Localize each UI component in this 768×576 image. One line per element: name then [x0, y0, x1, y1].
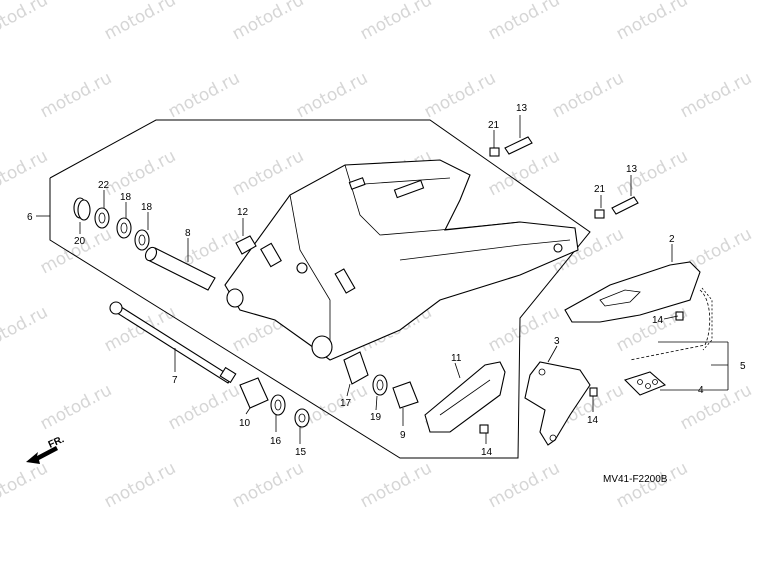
watermark-text: motod.ru [485, 302, 563, 356]
callout-14c: 14 [587, 415, 599, 426]
bearing-set-lower [239, 351, 419, 428]
direction-label: FR. [47, 434, 66, 451]
assembly-outline [49, 119, 591, 459]
watermark-text: motod.ru [0, 458, 51, 512]
drive-chain [629, 287, 713, 361]
callout-6: 6 [27, 212, 33, 223]
drawing-code: MV41-F2200B [603, 474, 668, 485]
chain-slider [424, 361, 506, 433]
chain-guard [564, 261, 701, 323]
callout-15: 15 [295, 447, 307, 458]
bearing-set-left [73, 197, 150, 251]
swingarm [224, 159, 579, 361]
watermark-text: motod.ru [613, 458, 691, 512]
fasteners [479, 136, 684, 434]
watermark-text: motod.ru [293, 68, 371, 122]
leader-lines [36, 115, 729, 444]
watermark-text: motod.ru [485, 0, 563, 44]
watermark-text: motod.ru [37, 224, 115, 278]
watermark-text: motod.ru [0, 0, 51, 44]
watermark-text: motod.ru [229, 0, 307, 44]
watermark-text: motod.ru [165, 380, 243, 434]
watermark-text: motod.ru [229, 458, 307, 512]
watermark-text: motod.ru [677, 380, 755, 434]
watermark-text: motod.ru [37, 380, 115, 434]
watermark-text: motod.ru [0, 146, 51, 200]
watermark-text: motod.ru [613, 0, 691, 44]
callout-21b: 21 [594, 184, 606, 195]
callout-7: 7 [172, 375, 178, 386]
callout-3: 3 [554, 336, 560, 347]
watermark-text: motod.ru [677, 68, 755, 122]
callout-12: 12 [237, 207, 249, 218]
callout-4: 4 [698, 385, 704, 396]
watermark-text: motod.ru [357, 0, 435, 44]
callout-13a: 13 [516, 103, 528, 114]
watermark-text: motod.ru [101, 146, 179, 200]
watermark-text: motod.ru [0, 302, 51, 356]
callout-labels: 13 21 13 21 22 18 18 6 12 8 20 2 14 7 11… [27, 103, 746, 458]
callout-2: 2 [669, 234, 675, 245]
callout-16: 16 [270, 436, 282, 447]
watermark-text: motod.ru [485, 458, 563, 512]
chain-joint-set [623, 371, 667, 396]
pivot-collar [144, 246, 216, 291]
callout-9: 9 [400, 430, 406, 441]
callout-17: 17 [340, 398, 352, 409]
callout-18b: 18 [141, 202, 153, 213]
watermark-text: motod.ru [549, 68, 627, 122]
watermark-text: motod.ru [101, 0, 179, 44]
watermark-text: motod.ru [421, 68, 499, 122]
callout-22: 22 [98, 180, 110, 191]
callout-14b: 14 [481, 447, 493, 458]
bracket [524, 361, 591, 446]
callout-5: 5 [740, 361, 746, 372]
callout-8: 8 [185, 228, 191, 239]
watermark-text: motod.ru [37, 68, 115, 122]
callout-21a: 21 [488, 120, 500, 131]
watermark-text: motod.ru [165, 68, 243, 122]
callout-10: 10 [239, 418, 251, 429]
front-direction-arrow: FR. [26, 434, 66, 464]
callout-13b: 13 [626, 164, 638, 175]
watermark-text: motod.ru [613, 146, 691, 200]
watermark-text: motod.ru [357, 458, 435, 512]
callout-14a: 14 [652, 315, 664, 326]
pivot-shaft [109, 301, 237, 384]
callout-18a: 18 [120, 192, 132, 203]
cap [235, 235, 257, 255]
callout-19: 19 [370, 412, 382, 423]
watermark-text: motod.ru [101, 458, 179, 512]
callout-20: 20 [74, 236, 86, 247]
callout-11: 11 [451, 353, 462, 364]
